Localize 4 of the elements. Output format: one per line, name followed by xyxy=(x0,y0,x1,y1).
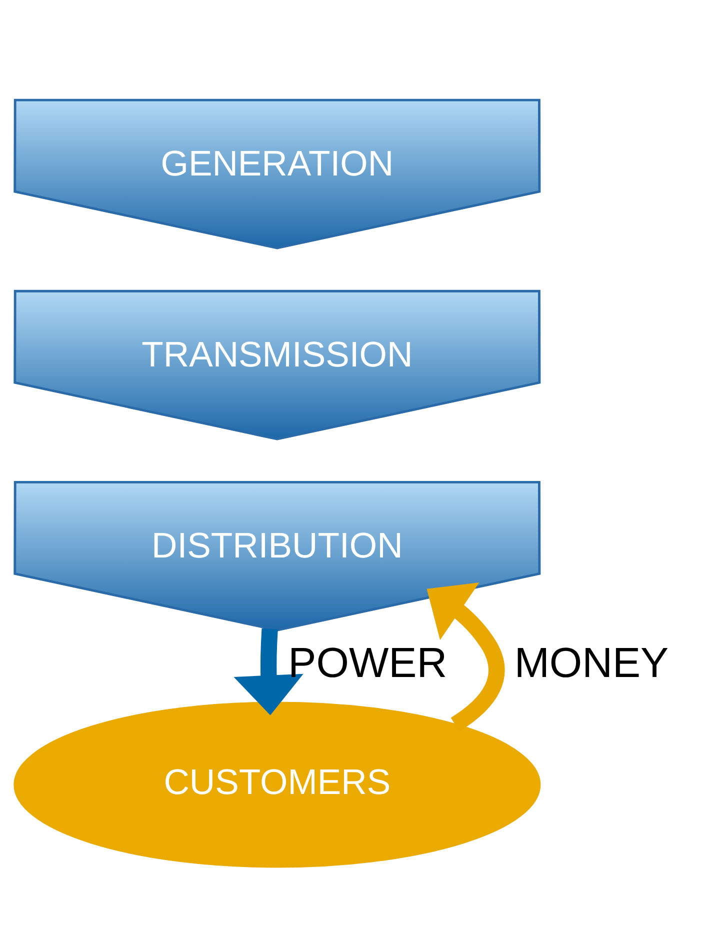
arrow xyxy=(234,628,304,715)
edge-label: MONEY xyxy=(514,638,668,686)
node-ellipse: CUSTOMERS xyxy=(14,701,541,868)
edge-label: POWER xyxy=(288,638,448,686)
